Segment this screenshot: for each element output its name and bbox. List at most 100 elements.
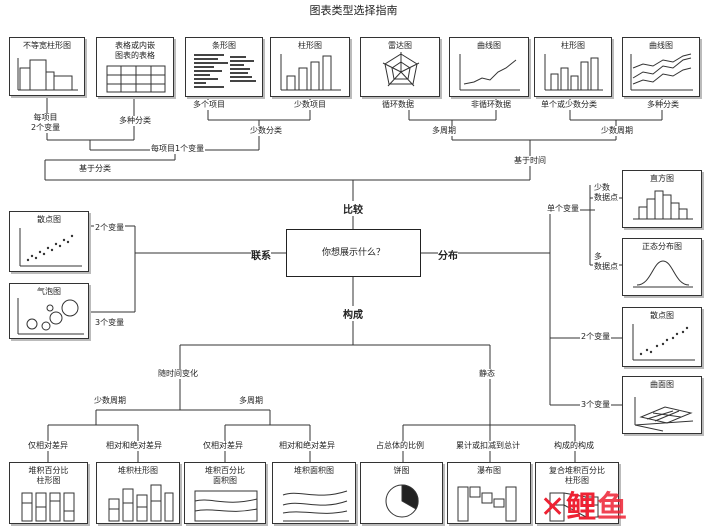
box-title: 柱形图 (561, 41, 585, 50)
stacked-column-icon (108, 484, 174, 522)
label-many-periods: 多周期 (431, 126, 457, 136)
label-three-vars-right: 3个变量 (580, 400, 612, 410)
line-chart-icon (459, 54, 520, 91)
center-question-box: 你想展示什么？ (286, 229, 421, 277)
column-chart-icon (544, 54, 603, 91)
chart-box-bubble[interactable]: 气泡图 (9, 283, 89, 339)
box-title: 散点图 (37, 215, 61, 224)
chart-box-scatter-left[interactable]: 散点图 (9, 211, 89, 272)
chart-box-normal-distribution[interactable]: 正态分布图 (622, 238, 702, 296)
waterfall-chart-icon (457, 486, 517, 522)
pie-chart-icon (385, 484, 419, 518)
normal-curve-icon (633, 260, 693, 288)
surface-chart-icon (634, 397, 694, 432)
label-many-categories-2: 多种分类 (646, 100, 680, 110)
label-per-item-one-var: 每项目1个变量 (150, 144, 206, 154)
box-title: 气泡图 (37, 287, 61, 296)
box-title: 雷达图 (388, 41, 412, 50)
category-composition: 构成 (343, 306, 363, 321)
variable-width-column-icon (17, 58, 78, 91)
label-accumulate: 累计或扣减到总计 (455, 441, 521, 451)
chart-box-line-many[interactable]: 曲线图 (622, 37, 700, 97)
box-title: 不等宽柱形图 (23, 41, 71, 50)
label-share-of-total: 占总体的比例 (375, 441, 425, 451)
label-two-vars: 2个变量 (94, 223, 126, 233)
chart-box-stacked-column[interactable]: 堆积柱形图 (96, 462, 180, 524)
stacked-percent-column-icon (21, 492, 75, 522)
box-title: 柱形图 (298, 41, 322, 50)
box-title: 曲线图 (477, 41, 501, 50)
label-noncyclic-data: 非循环数据 (470, 100, 512, 110)
box-title: 堆积柱形图 (118, 466, 158, 475)
bubble-chart-icon (17, 298, 84, 335)
label-few-items: 少数项目 (293, 100, 327, 110)
category-compare: 比较 (343, 201, 363, 216)
chart-box-stacked-percent-column[interactable]: 堆积百分比 柱形图 (9, 462, 88, 524)
composite-stacked-column-icon (549, 492, 599, 522)
label-few-periods: 少数周期 (600, 126, 634, 136)
label-by-category: 基于分类 (78, 164, 112, 174)
chart-box-pie[interactable]: 饼图 (360, 462, 443, 524)
chart-box-stacked-percent-area[interactable]: 堆积百分比 面积图 (184, 462, 266, 524)
chart-box-waterfall[interactable]: 瀑布图 (447, 462, 531, 524)
watermark-logo: ✕鲤鱼 (540, 490, 629, 525)
chart-box-surface[interactable]: 曲面图 (622, 376, 702, 434)
stacked-percent-area-icon (194, 490, 258, 522)
chart-box-variable-width-column[interactable]: 不等宽柱形图 (9, 37, 85, 96)
box-title: 饼图 (393, 466, 410, 475)
box-title: 堆积百分比 面积图 (205, 466, 245, 485)
label-many-points: 多 数据点 (593, 252, 619, 272)
scatter-plot-icon (19, 228, 82, 267)
box-title: 曲线图 (649, 41, 673, 50)
label-three-vars: 3个变量 (94, 318, 126, 328)
box-title: 条形图 (212, 41, 236, 50)
box-title: 直方图 (650, 174, 674, 183)
label-per-item-two-vars: 每项目 2个变量 (30, 113, 62, 133)
chart-box-line-noncyclic[interactable]: 曲线图 (449, 37, 529, 97)
chart-box-column-time[interactable]: 柱形图 (534, 37, 612, 97)
chart-box-stacked-area[interactable]: 堆积面积图 (272, 462, 356, 524)
label-component: 构成的构成 (553, 441, 595, 451)
label-many-periods-bottom: 多周期 (238, 396, 264, 406)
scatter-plot-icon (632, 324, 695, 361)
category-distribution: 分布 (438, 247, 458, 262)
label-by-time: 基于时间 (513, 156, 547, 166)
box-title: 堆积面积图 (294, 466, 334, 475)
box-title: 曲面图 (650, 380, 674, 389)
box-title: 正态分布图 (642, 242, 682, 251)
label-single-var: 单个变量 (546, 204, 580, 214)
column-chart-icon (280, 54, 341, 91)
chart-box-table[interactable]: 表格或内嵌 图表的表格 (96, 37, 174, 97)
box-title: 堆积百分比 柱形图 (28, 466, 69, 485)
multi-line-chart-icon (630, 53, 693, 91)
page-title: 图表类型选择指南 (309, 4, 398, 17)
label-few-points: 少数 数据点 (593, 183, 619, 203)
chart-box-bar[interactable]: 条形图 (185, 37, 263, 97)
label-many-items: 多个项目 (192, 100, 226, 110)
box-title: 瀑布图 (477, 466, 501, 475)
box-title: 复合堆积百分比 柱形图 (549, 466, 605, 485)
radar-chart-icon (382, 52, 420, 87)
label-few-categories: 少数分类 (249, 126, 283, 136)
label-static: 静态 (478, 369, 496, 379)
chart-box-histogram[interactable]: 直方图 (622, 170, 702, 228)
table-icon (106, 65, 166, 93)
label-few-periods-bottom: 少数周期 (93, 396, 127, 406)
label-relative-diff-1: 仅相对差异 (27, 441, 69, 451)
histogram-icon (633, 190, 693, 220)
chart-box-composite-stacked-percent-column[interactable]: 复合堆积百分比 柱形图 (535, 462, 619, 524)
box-title: 表格或内嵌 图表的表格 (115, 41, 155, 60)
category-relation: 联系 (251, 247, 271, 262)
label-single-or-few-categories: 单个或少数分类 (540, 100, 598, 110)
chart-box-radar[interactable]: 雷达图 (360, 37, 440, 97)
bar-chart-icon (194, 54, 256, 88)
label-many-categories: 多种分类 (118, 116, 152, 126)
label-cyclic-data: 循环数据 (381, 100, 415, 110)
stacked-area-icon (282, 490, 349, 522)
label-relative-diff-2: 仅相对差异 (202, 441, 244, 451)
label-relative-absolute-2: 相对和绝对差异 (278, 441, 336, 451)
label-over-time: 随时间变化 (157, 369, 199, 379)
chart-box-scatter-right[interactable]: 散点图 (622, 307, 702, 367)
chart-box-column-few[interactable]: 柱形图 (270, 37, 350, 97)
label-two-vars-right: 2个变量 (580, 332, 612, 342)
